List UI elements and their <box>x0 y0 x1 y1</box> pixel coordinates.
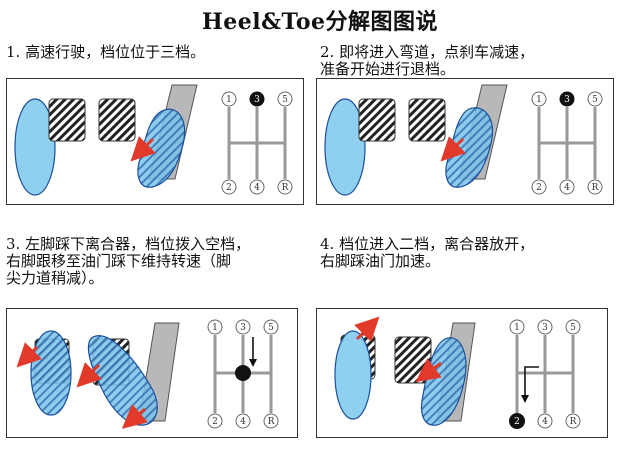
gear-label: R <box>282 183 289 193</box>
gear-label: 5 <box>282 95 288 105</box>
gear-shift-pattern-icon: 1 3 5 2 4 R <box>531 91 603 195</box>
step-4-caption: 4. 档位进入二档，离合器放开， 右脚踩油门加速。 <box>320 235 535 270</box>
brake-pedal-icon <box>394 336 432 384</box>
gear-label: 5 <box>268 323 274 333</box>
step-3-caption: 3. 左脚踩下离合器，档位拨入空档， 右脚跟移至油门踩下维持转速（脚 尖力道稍减… <box>6 235 251 287</box>
gear-label: 2 <box>536 183 542 193</box>
step-2-diagram: 1 3 5 2 4 R <box>324 84 603 196</box>
brake-pedal-icon <box>408 98 446 142</box>
gear-label: 5 <box>570 323 576 333</box>
clutch-pedal-icon <box>48 98 86 142</box>
brake-pedal-icon <box>98 98 136 142</box>
step-1-caption: 1. 高速行驶，档位位于三档。 <box>6 43 206 61</box>
left-foot-icon <box>14 98 56 196</box>
gear-label: 4 <box>564 183 570 193</box>
red-arrow-icon <box>130 136 156 162</box>
gear-label: R <box>592 183 599 193</box>
left-foot-icon <box>324 98 366 196</box>
step-2-panel: 1 3 5 2 4 R <box>316 78 614 205</box>
red-arrow-icon <box>354 316 380 342</box>
gear-label: R <box>570 417 577 427</box>
gear-label: 4 <box>240 417 246 427</box>
left-foot-icon <box>334 330 372 420</box>
gear-label: 2 <box>514 417 520 427</box>
page-title: Heel&Toe分解图图说 <box>201 9 439 35</box>
gear-label: 3 <box>254 95 260 105</box>
gear-label: 1 <box>514 323 520 333</box>
gear-label: 4 <box>542 417 548 427</box>
red-arrow-icon <box>440 136 466 162</box>
step-3-panel: 1 3 5 2 4 R <box>6 308 298 438</box>
red-arrow-icon <box>415 358 442 383</box>
red-arrow-icon <box>76 362 102 388</box>
gear-label: 2 <box>212 417 218 427</box>
gear-label: 1 <box>536 95 542 105</box>
step-4-panel: 1 3 5 2 4 R <box>316 308 608 438</box>
gear-shift-pattern-icon: 1 3 5 2 4 R <box>509 319 581 429</box>
gear-shift-pattern-icon: 1 3 5 2 4 R <box>207 319 279 429</box>
right-foot-icon <box>87 335 158 426</box>
gear-label: 1 <box>212 323 218 333</box>
step-4-diagram: 1 3 5 2 4 R <box>334 316 581 429</box>
left-foot-icon <box>30 330 72 416</box>
gear-label: 4 <box>254 183 260 193</box>
step-1-diagram: 1 3 5 2 4 R <box>14 84 293 196</box>
gear-label: 5 <box>592 95 598 105</box>
gear-label: 2 <box>226 183 232 193</box>
gear-label: 3 <box>564 95 570 105</box>
gear-label: R <box>268 417 275 427</box>
step-3-diagram: 1 3 5 2 4 R <box>16 319 279 429</box>
step-1-panel: 1 3 5 2 4 R <box>6 78 304 205</box>
red-arrow-icon <box>16 342 42 368</box>
gear-label: 3 <box>542 323 548 333</box>
gear-label: 1 <box>226 95 232 105</box>
step-2-caption: 2. 即将进入弯道，点刹车减速， 准备开始进行退档。 <box>320 43 535 78</box>
clutch-pedal-icon <box>358 98 396 142</box>
red-arrow-icon <box>121 404 148 429</box>
gear-label: 3 <box>240 323 246 333</box>
gear-shift-pattern-icon: 1 3 5 2 4 R <box>221 91 293 195</box>
